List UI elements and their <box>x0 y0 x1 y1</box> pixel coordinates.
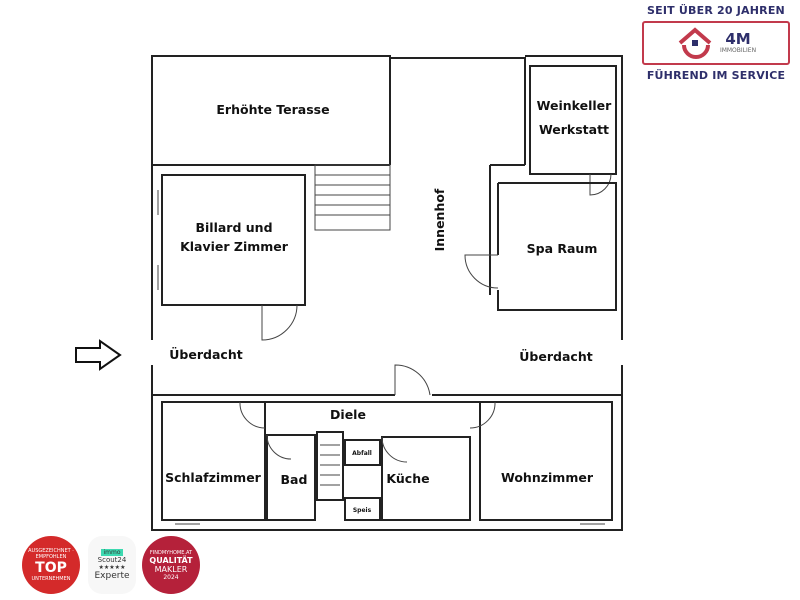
badge-ring-text: AUSGEZEICHNET · EMPFOHLEN <box>28 548 74 560</box>
badge-brand-b: Scout24 <box>97 556 127 564</box>
badge-year: 2024 <box>163 573 179 581</box>
badge-immoscout: immo Scout24 ★★★★★ Experte <box>88 536 136 594</box>
badge-title: TOP <box>35 560 67 576</box>
upper-walls <box>151 55 623 341</box>
brand-logo: SEIT ÜBER 20 JAHREN 4M IMMOBILIEN FÜHREN… <box>636 4 796 82</box>
brand-box: 4M IMMOBILIEN <box>642 21 790 65</box>
badge-label: Experte <box>94 571 130 581</box>
brand-tagline-bottom: FÜHREND IM SERVICE <box>646 69 786 82</box>
room-label-billiard-1: Billard und <box>195 220 272 235</box>
room-label-kitchen: Küche <box>386 471 429 486</box>
brand-subname: IMMOBILIEN <box>719 47 757 54</box>
room-label-bedroom: Schlafzimmer <box>165 470 262 485</box>
room-label-pantry: Speis <box>353 507 372 514</box>
badge-title-1: QUALITÄT <box>149 555 193 565</box>
room-label-bath: Bad <box>281 472 308 487</box>
star-rating-icon: ★★★★★ <box>98 564 126 571</box>
room-label-waste: Abfall <box>352 450 372 457</box>
room-label-spa: Spa Raum <box>527 241 598 256</box>
lower-walls <box>151 364 623 531</box>
brand-name: 4M <box>725 30 751 48</box>
room-label-covered-right: Überdacht <box>519 349 592 364</box>
badge-top-company: AUSGEZEICHNET · EMPFOHLEN TOP UNTERNEHME… <box>22 536 80 594</box>
room-label-living: Wohnzimmer <box>501 470 594 485</box>
room-label-wine-1: Weinkeller <box>537 98 613 113</box>
house-icon <box>678 27 712 59</box>
room-label-terrace: Erhöhte Terasse <box>216 102 329 117</box>
badge-subtitle: UNTERNEHMEN <box>31 576 71 582</box>
room-label-covered-left: Überdacht <box>169 347 242 362</box>
badge-title-2: MAKLER <box>154 564 188 574</box>
room-label-billiard-2: Klavier Zimmer <box>180 239 289 254</box>
brand-tagline-top: SEIT ÜBER 20 JAHREN <box>647 4 785 17</box>
room-label-hall: Diele <box>330 407 366 422</box>
room-label-wine-2: Werkstatt <box>539 122 609 137</box>
badge-brand-a: immo <box>101 549 123 556</box>
arrow-right-icon <box>75 339 122 371</box>
room-label-courtyard: Innenhof <box>432 188 447 251</box>
badge-findmyhome: FINDMYHOME.AT QUALITÄT MAKLER 2024 <box>142 536 200 594</box>
badge-brand: FINDMYHOME.AT <box>149 549 193 556</box>
